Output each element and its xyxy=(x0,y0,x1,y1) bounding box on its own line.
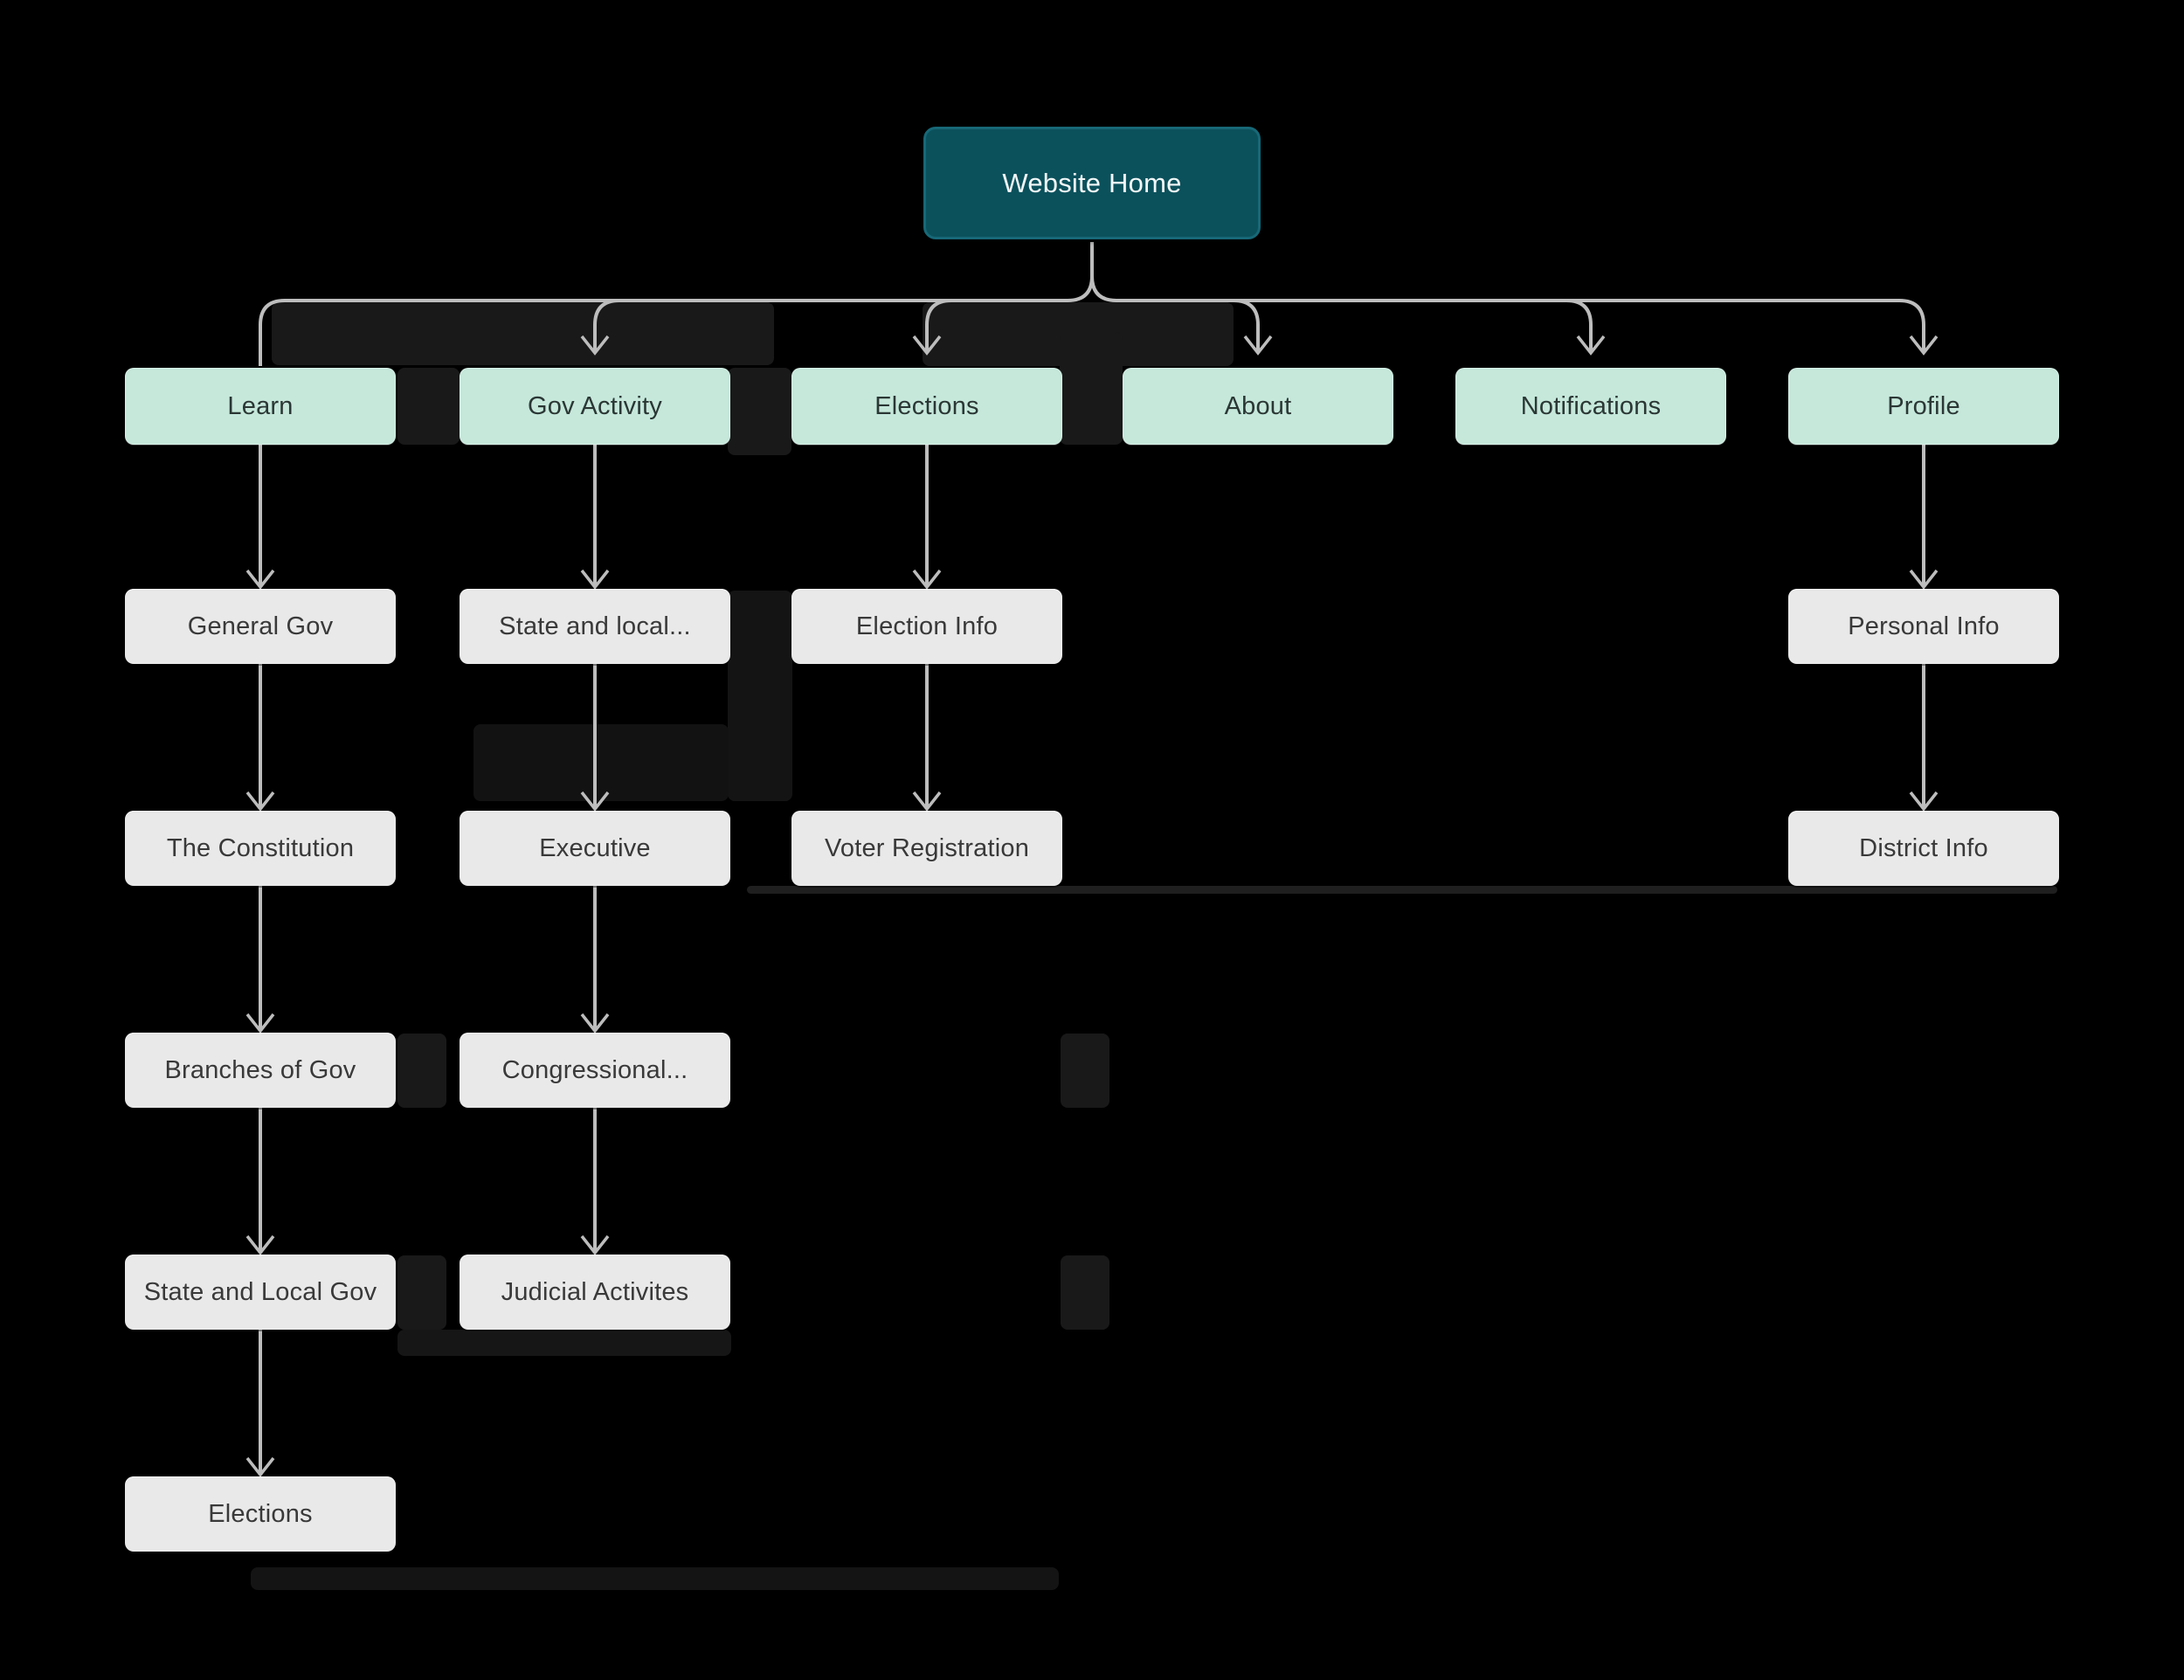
node-the-constitution[interactable]: The Constitution xyxy=(125,811,396,886)
node-gov-activity[interactable]: Gov Activity xyxy=(460,368,730,445)
node-district-info[interactable]: District Info xyxy=(1788,811,2059,886)
shadow-artifact xyxy=(1060,332,1123,445)
node-elections-leaf[interactable]: Elections xyxy=(125,1476,396,1552)
shadow-artifact xyxy=(397,1255,446,1330)
node-election-info[interactable]: Election Info xyxy=(791,589,1062,664)
shadow-artifact xyxy=(251,1567,1059,1590)
shadow-artifact xyxy=(728,368,791,455)
shadow-artifact xyxy=(272,302,774,365)
node-judicial-activites[interactable]: Judicial Activites xyxy=(460,1255,730,1330)
node-general-gov[interactable]: General Gov xyxy=(125,589,396,664)
node-state-and-local-gov[interactable]: State and Local Gov xyxy=(125,1255,396,1330)
node-about[interactable]: About xyxy=(1123,368,1393,445)
shadow-artifact xyxy=(397,1034,446,1108)
shadow-artifact xyxy=(397,1330,731,1356)
node-website-home[interactable]: Website Home xyxy=(923,127,1261,239)
node-voter-registration[interactable]: Voter Registration xyxy=(791,811,1062,886)
shadow-artifact xyxy=(473,724,729,801)
node-elections[interactable]: Elections xyxy=(791,368,1062,445)
node-branches-of-gov[interactable]: Branches of Gov xyxy=(125,1033,396,1108)
shadow-artifact xyxy=(397,368,460,445)
shadow-artifact xyxy=(747,886,2057,894)
node-personal-info[interactable]: Personal Info xyxy=(1788,589,2059,664)
node-executive[interactable]: Executive xyxy=(460,811,730,886)
node-notifications[interactable]: Notifications xyxy=(1455,368,1726,445)
node-profile[interactable]: Profile xyxy=(1788,368,2059,445)
node-state-and-local[interactable]: State and local... xyxy=(460,589,730,664)
edge-root-to-about xyxy=(1233,299,1273,356)
node-learn[interactable]: Learn xyxy=(125,368,396,445)
shadow-artifact xyxy=(1061,1255,1109,1330)
shadow-artifact xyxy=(1061,1034,1109,1108)
shadow-artifact xyxy=(728,591,792,801)
edge-root-to-notifications xyxy=(1565,299,1606,356)
node-congressional[interactable]: Congressional... xyxy=(460,1033,730,1108)
